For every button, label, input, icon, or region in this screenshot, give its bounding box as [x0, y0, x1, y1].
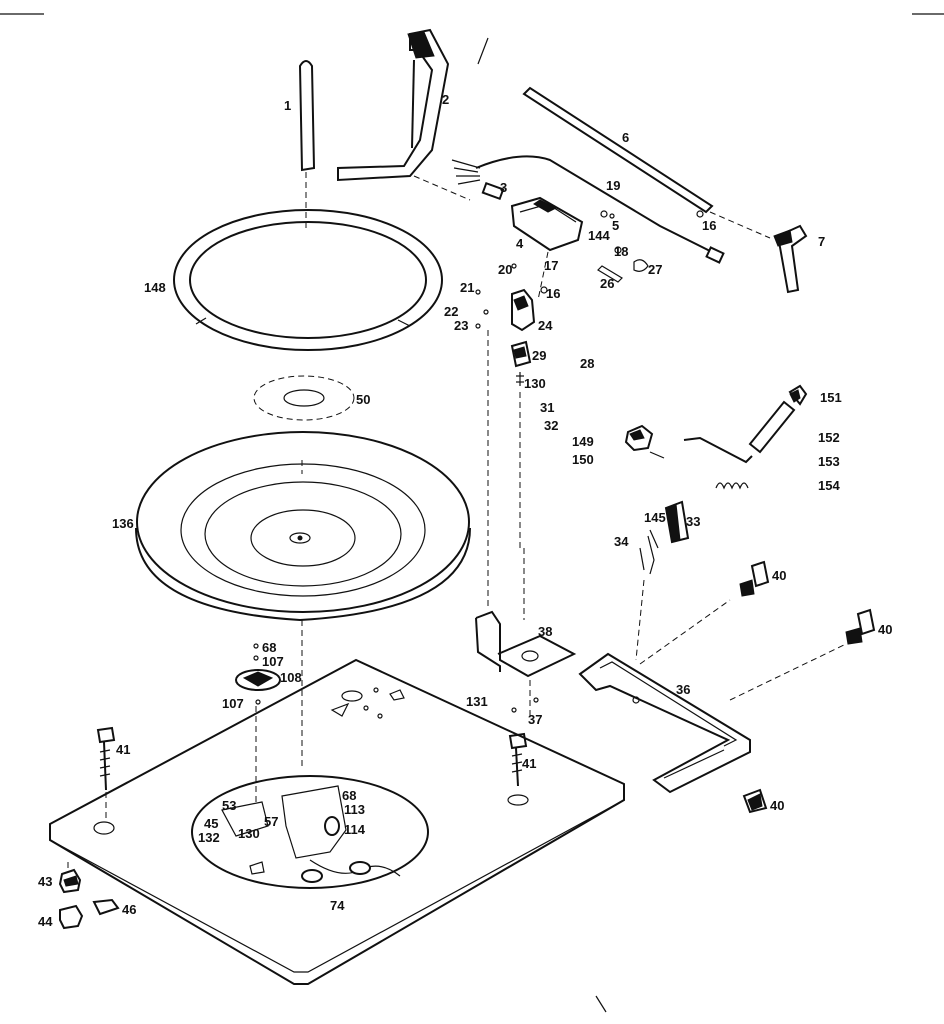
part-38-mount-bracket — [475, 610, 577, 720]
label-29: 29 — [532, 348, 546, 363]
part-1-post — [298, 60, 316, 232]
label-2: 2 — [442, 92, 449, 107]
small-hardware-cluster — [475, 210, 704, 329]
label-5: 5 — [612, 218, 619, 233]
label-41b: 41 — [522, 756, 536, 771]
label-6: 6 — [622, 130, 629, 145]
label-150: 150 — [572, 452, 594, 467]
label-27: 27 — [648, 262, 662, 277]
part-152-lever — [683, 384, 808, 490]
label-21: 21 — [460, 280, 474, 295]
label-4: 4 — [516, 236, 524, 251]
label-32: 32 — [544, 418, 558, 433]
label-144: 144 — [588, 228, 610, 243]
part-40-clip-a — [739, 560, 770, 597]
label-154: 154 — [818, 478, 840, 493]
label-46: 46 — [122, 902, 136, 917]
label-40a: 40 — [772, 568, 786, 583]
label-136: 136 — [112, 516, 134, 531]
label-107a: 107 — [262, 654, 284, 669]
label-132: 132 — [198, 830, 220, 845]
label-114: 114 — [344, 822, 366, 837]
label-44: 44 — [38, 914, 53, 929]
label-17: 17 — [544, 258, 558, 273]
label-37: 37 — [528, 712, 542, 727]
part-44-foot — [59, 904, 84, 930]
label-40c: 40 — [770, 798, 784, 813]
part-2-tone-arm — [337, 28, 471, 201]
label-113: 113 — [344, 802, 365, 817]
part-148-ring — [173, 209, 443, 351]
part-108-cap — [235, 643, 281, 806]
part-40-clip-c — [742, 788, 768, 814]
part-4-cartridge-head — [481, 181, 584, 301]
part-40-clip-b — [845, 608, 876, 645]
label-148: 148 — [144, 280, 166, 295]
label-151: 151 — [820, 390, 842, 405]
label-40b: 40 — [878, 622, 892, 637]
label-131: 131 — [466, 694, 488, 709]
label-16a: 16 — [702, 218, 716, 233]
part-7-bracket — [773, 224, 808, 294]
part-19-wire-lead — [451, 155, 725, 264]
part-33-bracket — [635, 500, 690, 661]
part-6-rod — [522, 86, 771, 239]
label-7: 7 — [818, 234, 825, 249]
part-46-clip — [92, 898, 120, 916]
label-34: 34 — [614, 534, 629, 549]
part-50-disc — [253, 375, 355, 421]
label-3: 3 — [500, 180, 507, 195]
label-74: 74 — [330, 898, 345, 913]
label-50: 50 — [356, 392, 370, 407]
corner-marks — [0, 13, 944, 1013]
label-130a: 130 — [524, 376, 546, 391]
spindle-assembly — [487, 288, 536, 620]
label-36: 36 — [676, 682, 690, 697]
label-57: 57 — [264, 814, 278, 829]
part-labels: 1 2 6 19 3 5 16 7 4 144 18 20 17 27 26 2… — [38, 92, 892, 929]
label-18: 18 — [614, 244, 628, 259]
label-130b: 130 — [238, 826, 260, 841]
label-28: 28 — [580, 356, 594, 371]
label-152: 152 — [818, 430, 840, 445]
label-20: 20 — [498, 262, 512, 277]
label-107b: 107 — [222, 696, 244, 711]
part-36-frame — [578, 652, 751, 794]
label-1: 1 — [284, 98, 291, 113]
part-131-base-plate — [49, 658, 625, 985]
label-153: 153 — [818, 454, 840, 469]
part-43-foot — [58, 868, 82, 894]
label-43: 43 — [38, 874, 52, 889]
label-19: 19 — [606, 178, 620, 193]
label-38: 38 — [538, 624, 552, 639]
label-68a: 68 — [262, 640, 276, 655]
label-26: 26 — [600, 276, 614, 291]
part-41-screw-left — [96, 726, 116, 820]
label-149: 149 — [572, 434, 594, 449]
label-22: 22 — [444, 304, 458, 319]
label-24: 24 — [538, 318, 553, 333]
part-37-screws — [511, 697, 539, 713]
label-33: 33 — [686, 514, 700, 529]
part-136-platter — [135, 431, 471, 770]
label-41a: 41 — [116, 742, 130, 757]
part-149-knob — [624, 424, 665, 459]
label-45: 45 — [204, 816, 218, 831]
label-108: 108 — [280, 670, 302, 685]
label-68b: 68 — [342, 788, 356, 803]
label-53: 53 — [222, 798, 236, 813]
label-16b: 16 — [546, 286, 560, 301]
label-31: 31 — [540, 400, 554, 415]
label-145: 145 — [644, 510, 666, 525]
label-23: 23 — [454, 318, 468, 333]
